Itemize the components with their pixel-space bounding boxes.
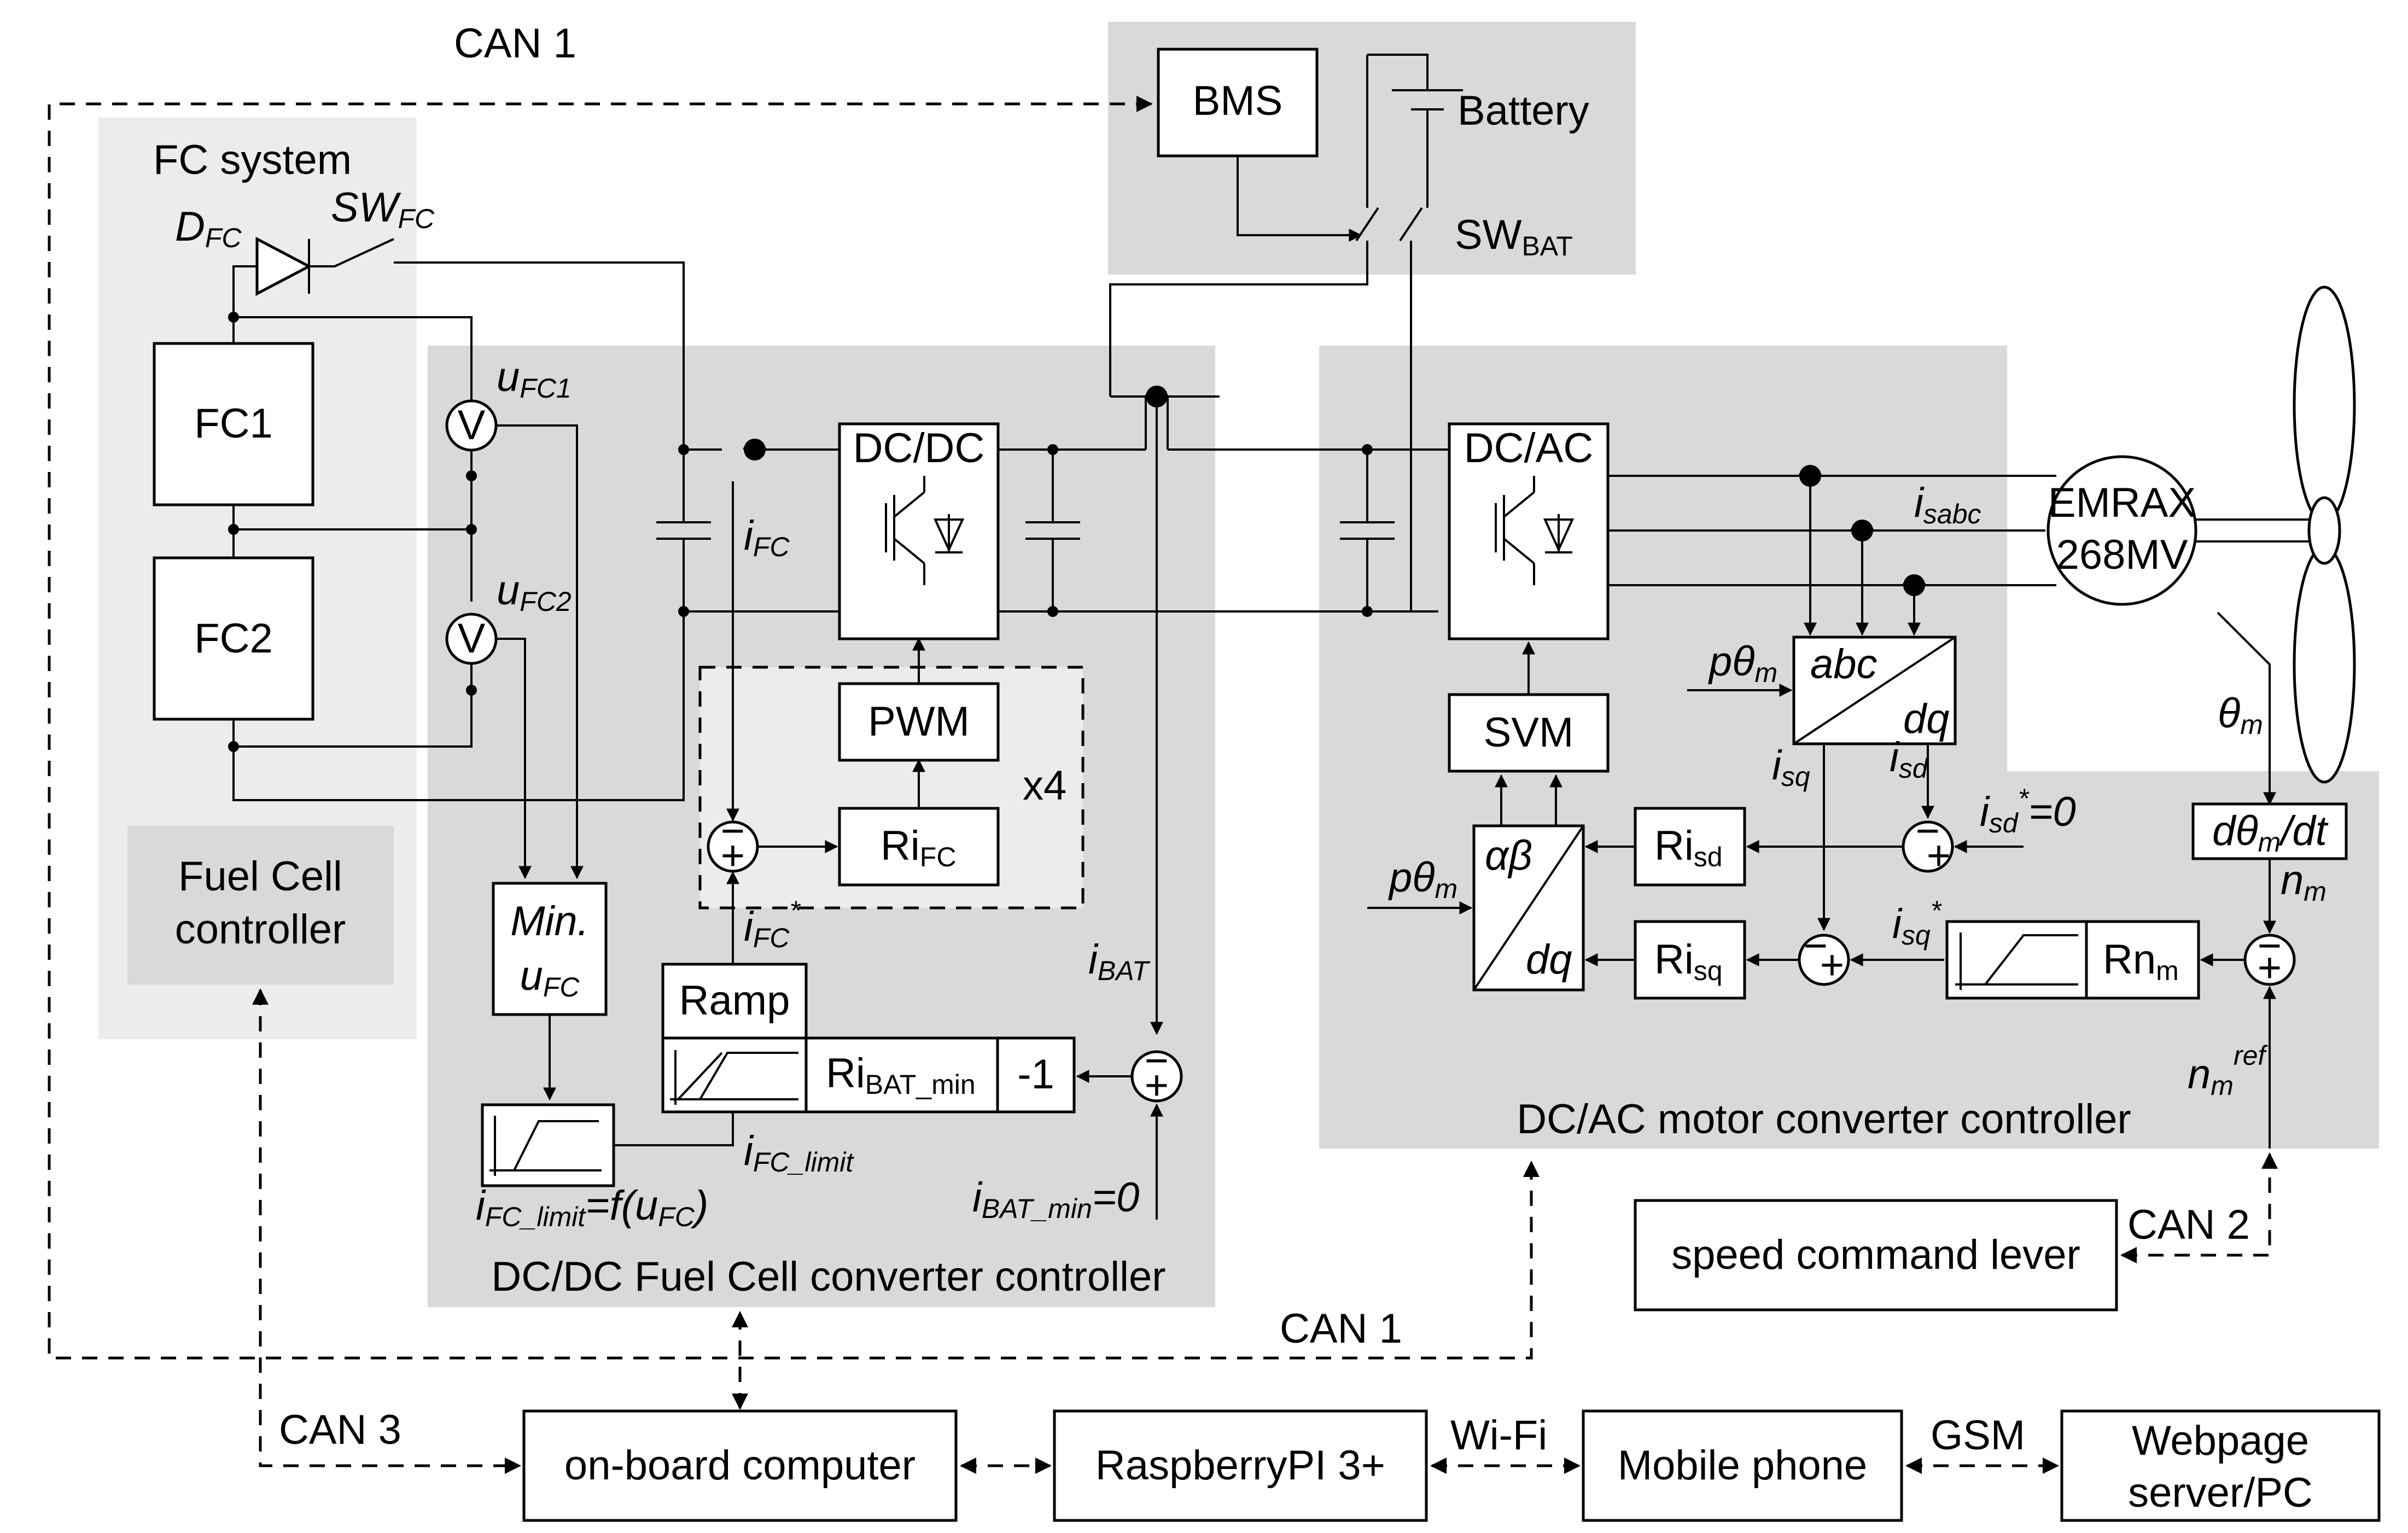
svg-text:EMRAX: EMRAX <box>2048 480 2196 526</box>
svg-text:+: + <box>1145 1062 1169 1109</box>
svg-text:+: + <box>721 832 745 879</box>
svg-text:V: V <box>458 402 486 448</box>
isq-label-1: isq <box>1772 742 1810 792</box>
webpage-server-box[interactable] <box>2060 1409 2381 1522</box>
svg-text:Webpage: Webpage <box>2132 1418 2309 1464</box>
rnm-block <box>2085 920 2200 1000</box>
fc1-label: FC1 <box>194 400 273 447</box>
svg-text:+: + <box>1820 942 1844 988</box>
ifc-limit-function-block <box>481 1103 615 1187</box>
speed-command-lever-box[interactable] <box>1634 1199 2118 1311</box>
wifi-label: Wi-Fi <box>1450 1412 1547 1459</box>
svg-text:+: + <box>1927 832 1951 879</box>
dcdc-converter-block <box>838 422 1000 640</box>
propeller-hub-icon <box>2307 496 2341 565</box>
ribat-min-label: RiBAT_min <box>826 1050 976 1100</box>
ribat-min-block <box>804 1036 999 1114</box>
can1-bottom-label: CAN 1 <box>1280 1305 1402 1352</box>
svg-text:on-board computer: on-board computer <box>564 1442 916 1489</box>
diode-fc-icon <box>255 236 312 296</box>
speed-limiter-block <box>1945 920 2088 1000</box>
rifc-block <box>838 807 1000 887</box>
swfc-label: SWFC <box>331 184 435 234</box>
svg-text:268MV: 268MV <box>2056 532 2188 578</box>
svg-text:abc: abc <box>1810 641 1878 687</box>
svg-text:server/PC: server/PC <box>2128 1470 2313 1516</box>
mobile-phone-box[interactable] <box>1582 1409 1903 1522</box>
svg-text:dq: dq <box>1903 696 1950 742</box>
svg-text:−: − <box>1916 808 1940 854</box>
fc1-block <box>153 342 314 506</box>
svg-text:DC/DC: DC/DC <box>853 425 985 471</box>
svg-text:αβ: αβ <box>1485 832 1532 879</box>
svg-text:SVM: SVM <box>1484 709 1574 756</box>
ramp-label: Ramp <box>679 977 790 1024</box>
svg-text:dq: dq <box>1526 936 1572 983</box>
x4-label: x4 <box>1023 762 1066 809</box>
svg-text:−: − <box>1804 923 1828 969</box>
svg-text:DC/AC: DC/AC <box>1464 425 1593 471</box>
svg-text:BMS: BMS <box>1193 78 1283 124</box>
can1-top-label: CAN 1 <box>454 20 576 67</box>
ramp-block <box>661 963 808 1040</box>
dcac-controller-label: DC/AC motor converter controller <box>1517 1096 2131 1143</box>
motor-emrax <box>2046 455 2197 606</box>
ptheta-m-label-1: pθm <box>1708 638 1777 688</box>
can3-label: CAN 3 <box>279 1407 401 1453</box>
theta-m-label: θm <box>2218 690 2263 740</box>
min-label: Min. <box>510 898 589 945</box>
gsm-label: GSM <box>1931 1412 2025 1459</box>
fc-controller-label-2: controller <box>175 906 346 953</box>
raspberry-pi-box[interactable] <box>1053 1409 1428 1522</box>
ibat-min-label: iBAT_min=0 <box>972 1174 1139 1224</box>
svg-text:speed command lever: speed command lever <box>1671 1232 2080 1278</box>
fc-controller-label-1: Fuel Cell <box>178 853 342 900</box>
svg-text:+: + <box>2258 945 2282 991</box>
pwm-block <box>838 682 1000 762</box>
svg-text:PWM: PWM <box>868 698 970 745</box>
svg-text:RaspberryPI 3+: RaspberryPI 3+ <box>1095 1442 1385 1489</box>
svg-text:-1: -1 <box>1017 1051 1054 1098</box>
minus-one-block <box>996 1036 1076 1114</box>
fc-system-label: FC system <box>153 137 352 183</box>
propeller-bottom-icon <box>2293 545 2356 784</box>
nm-label: nm <box>2281 857 2327 907</box>
dtheta-dt-block <box>2191 802 2348 860</box>
svg-text:Rnm: Rnm <box>2103 936 2179 986</box>
risd-block <box>1634 807 1746 887</box>
svg-text:V: V <box>458 615 486 662</box>
dcdc-controller-label: DC/DC Fuel Cell converter controller <box>491 1254 1165 1300</box>
can2-label: CAN 2 <box>2127 1202 2250 1248</box>
fc2-label: FC2 <box>194 615 273 662</box>
fc-controller-box <box>127 826 394 984</box>
propeller-top-icon <box>2293 285 2356 524</box>
battery-label: Battery <box>1457 88 1589 134</box>
svg-text:Mobile phone: Mobile phone <box>1618 1442 1867 1489</box>
onboard-computer-box[interactable] <box>522 1409 958 1522</box>
